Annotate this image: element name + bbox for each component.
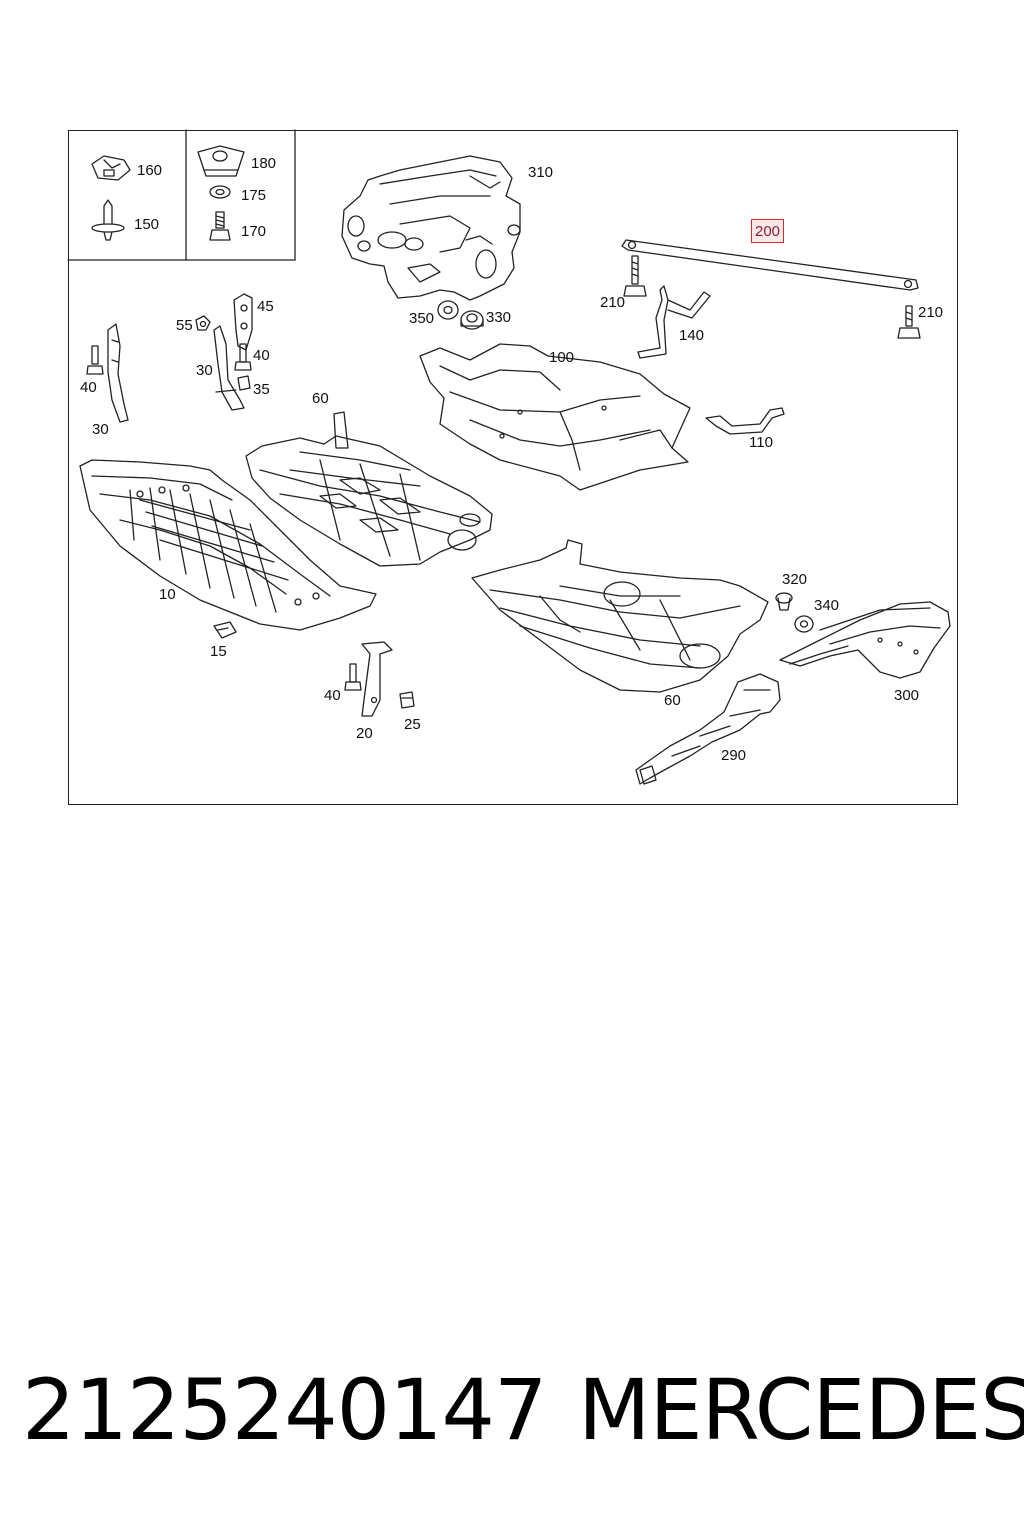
front-underguard-10	[79, 459, 377, 631]
diagram-frame	[68, 130, 958, 805]
part-number: 2125240147	[22, 1361, 547, 1459]
callout-210-left[interactable]: 210	[600, 294, 626, 311]
callout-200[interactable]: 200	[751, 219, 785, 243]
callout-310[interactable]: 310	[528, 164, 554, 181]
clip-nut-icon	[91, 155, 131, 181]
callout-300[interactable]: 300	[894, 687, 920, 704]
callout-40-lower[interactable]: 40	[324, 687, 341, 704]
underbody-panel-100	[419, 343, 691, 491]
bolt-210-left-icon	[623, 255, 647, 297]
bolt-icon	[209, 211, 231, 241]
clip-15-icon	[213, 621, 237, 639]
callout-100[interactable]: 100	[549, 349, 575, 366]
bolt-320-icon	[775, 592, 793, 611]
callout-35[interactable]: 35	[253, 381, 270, 398]
callout-170[interactable]: 170	[241, 223, 267, 240]
nut-55-icon	[195, 315, 211, 331]
callout-25[interactable]: 25	[404, 716, 421, 733]
callout-45[interactable]: 45	[257, 298, 274, 315]
nut-25-icon	[399, 691, 415, 709]
callout-10[interactable]: 10	[159, 586, 176, 603]
callout-180[interactable]: 180	[251, 155, 277, 172]
callout-330[interactable]: 330	[486, 309, 512, 326]
bolt-210-right-icon	[897, 305, 921, 339]
washer-icon	[209, 185, 231, 199]
callout-30-upper[interactable]: 30	[196, 362, 213, 379]
grommet-350-icon	[437, 300, 459, 320]
callout-20[interactable]: 20	[356, 725, 373, 742]
underbody-panel-60-lower	[471, 539, 769, 693]
strut-bar-200	[621, 239, 919, 291]
fastener-legend	[67, 129, 296, 261]
engine-cover-310	[341, 155, 521, 301]
nut-35-icon	[237, 375, 251, 391]
callout-290[interactable]: 290	[721, 747, 747, 764]
callout-60-upper[interactable]: 60	[312, 390, 329, 407]
callout-40-left[interactable]: 40	[80, 379, 97, 396]
callout-340[interactable]: 340	[814, 597, 840, 614]
washer-340-icon	[794, 615, 814, 633]
callout-150[interactable]: 150	[134, 216, 160, 233]
underbody-panel-60-upper	[245, 411, 493, 567]
callout-350[interactable]: 350	[409, 310, 435, 327]
spring-nut-icon	[197, 145, 245, 177]
callout-175[interactable]: 175	[241, 187, 267, 204]
callout-160[interactable]: 160	[137, 162, 163, 179]
callout-30-left[interactable]: 30	[92, 421, 109, 438]
bracket-20-icon	[361, 641, 393, 717]
bolt-40-left-icon	[86, 345, 104, 375]
bracket-30-left-icon	[107, 323, 129, 423]
bolt-40-lower-icon	[344, 663, 362, 691]
nut-330-icon	[460, 310, 484, 330]
side-panel-300	[779, 601, 951, 679]
bracket-30-upper-icon	[213, 325, 245, 411]
callout-140[interactable]: 140	[679, 327, 705, 344]
callout-110[interactable]: 110	[749, 434, 773, 451]
callout-55[interactable]: 55	[176, 317, 193, 334]
callout-320[interactable]: 320	[782, 571, 808, 588]
callout-210-right[interactable]: 210	[918, 304, 944, 321]
bolt-40-upper-icon	[234, 343, 252, 371]
callout-40-upper[interactable]: 40	[253, 347, 270, 364]
bracket-110-icon	[705, 407, 785, 435]
bracket-45-icon	[233, 293, 253, 351]
callout-15[interactable]: 15	[210, 643, 227, 660]
brand-name: MERCEDES	[578, 1361, 1024, 1459]
push-clip-icon	[91, 199, 125, 241]
side-duct-290	[635, 673, 781, 785]
bracket-140-icon	[637, 285, 711, 359]
callout-60-lower[interactable]: 60	[664, 692, 681, 709]
